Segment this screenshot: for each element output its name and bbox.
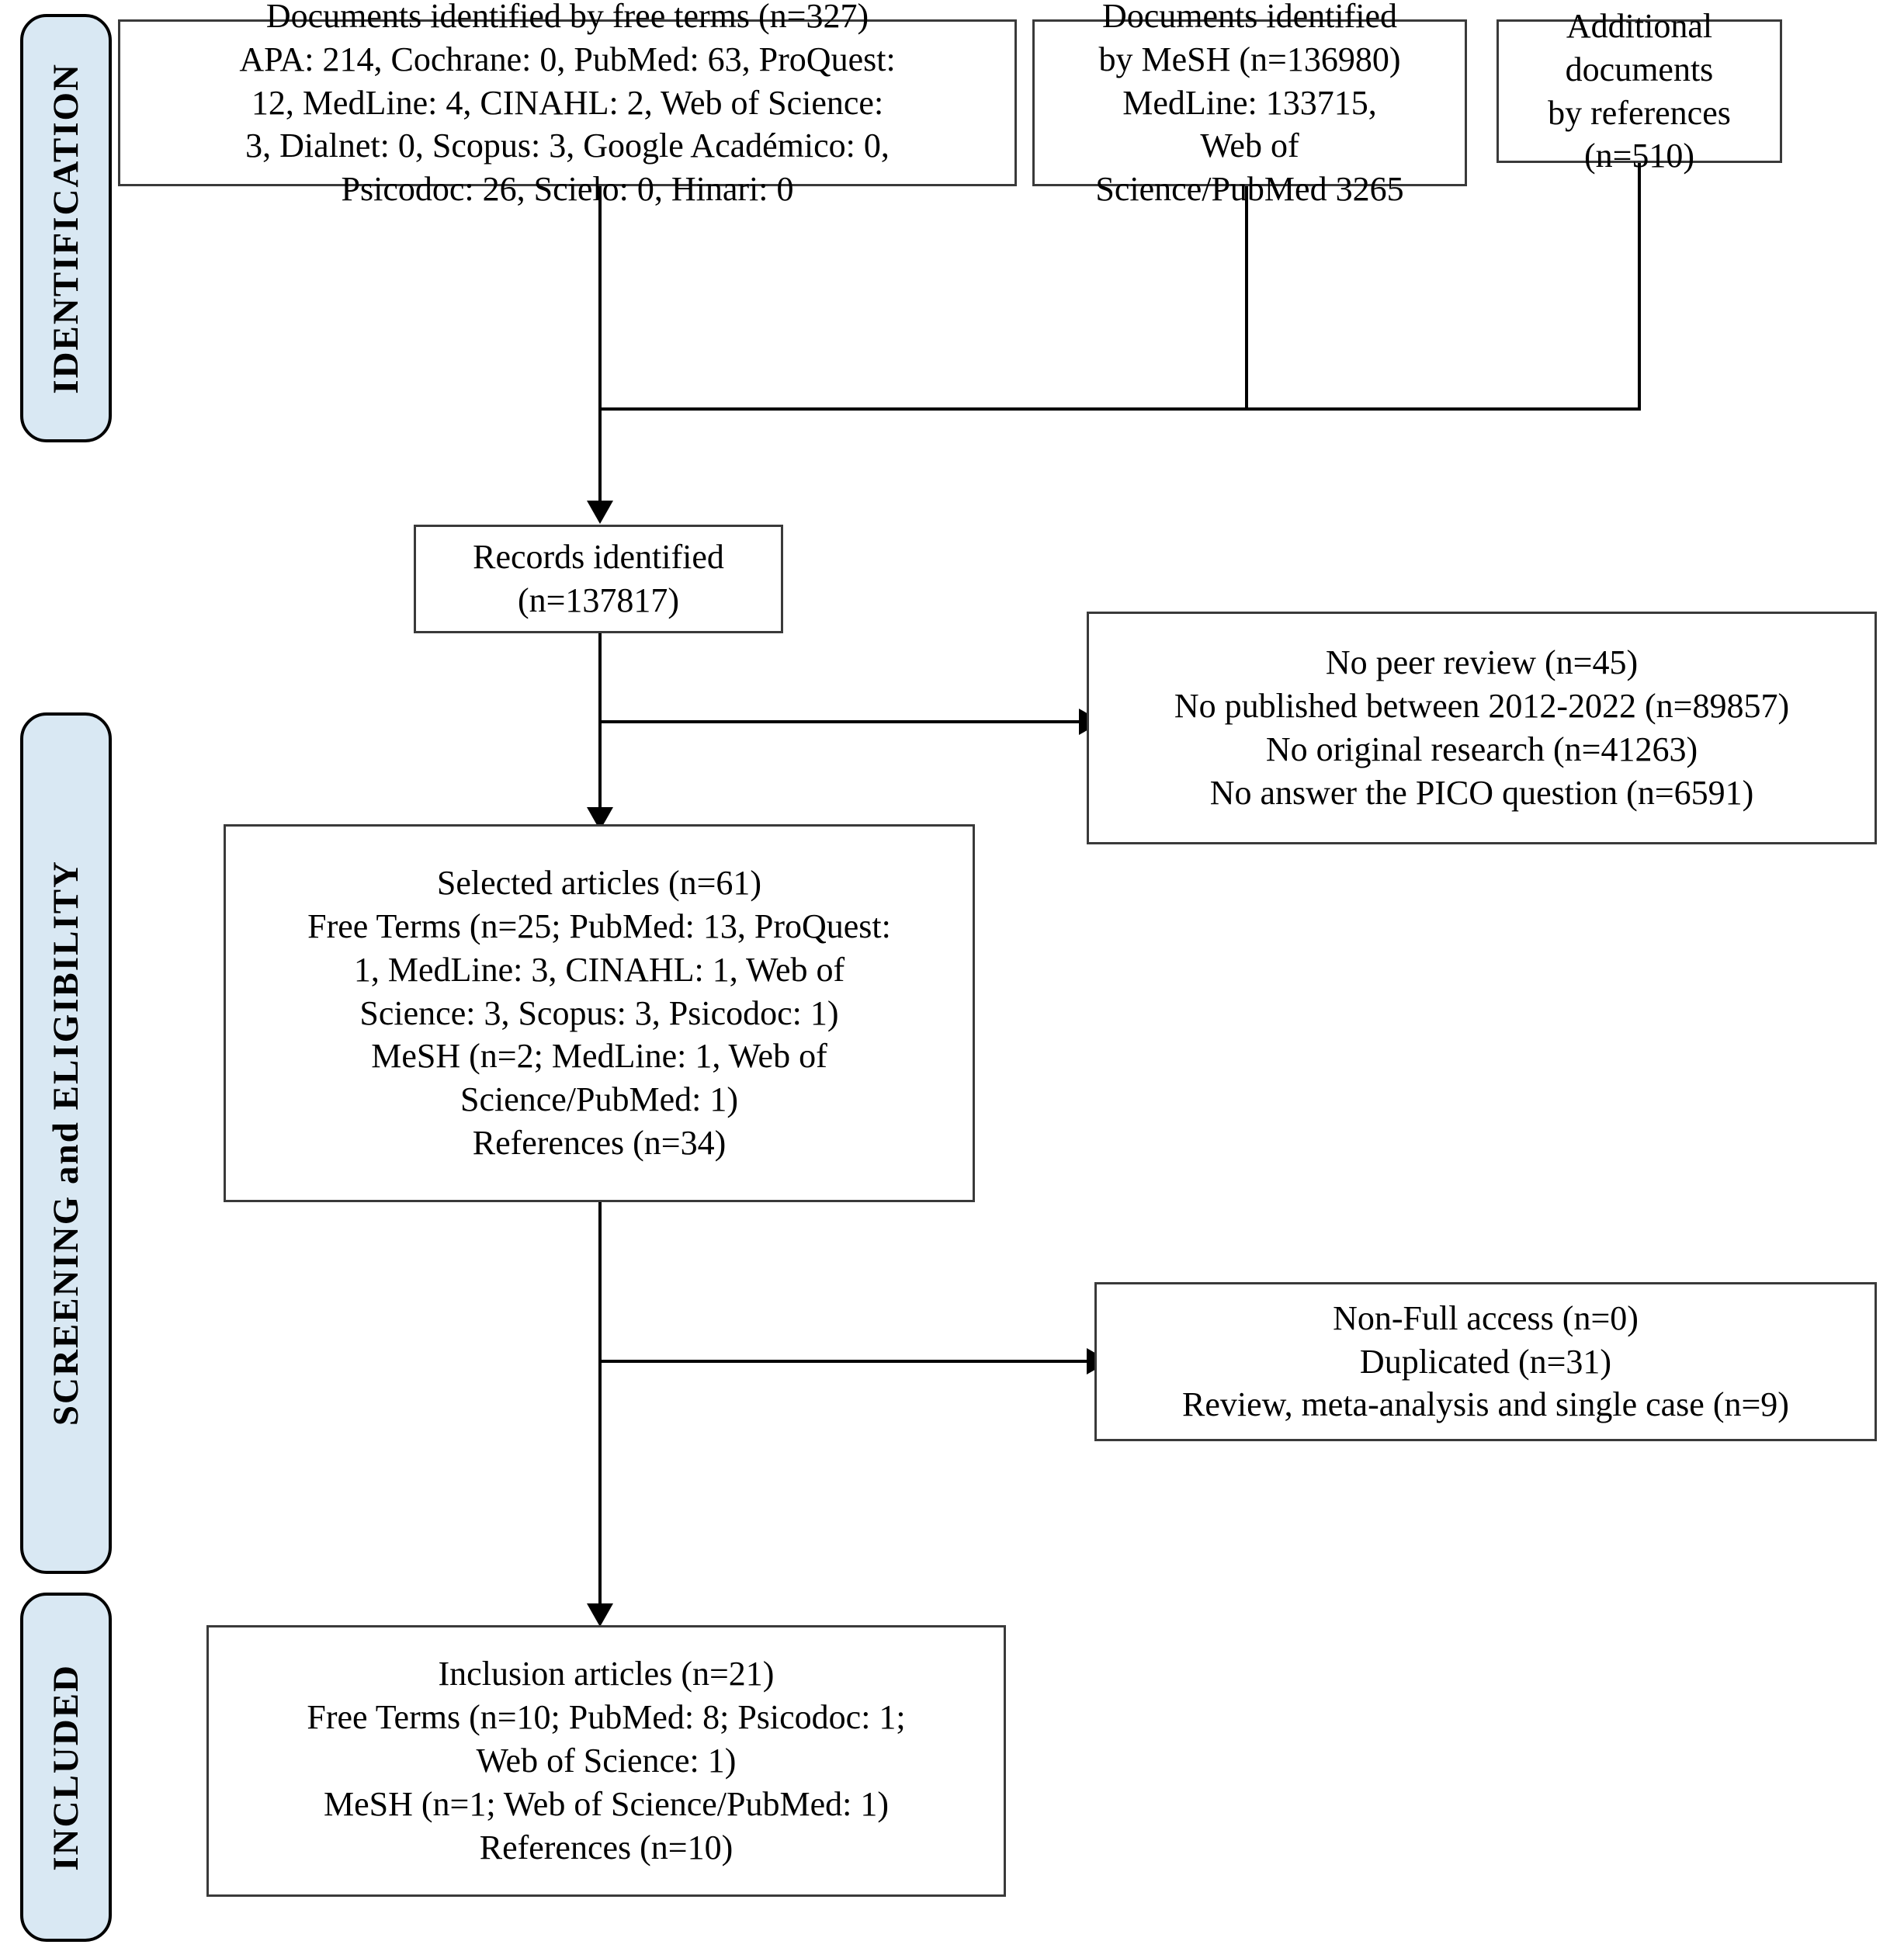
box-additional-documents-references: Additional documents by references (n=51… <box>1496 7 1782 175</box>
arrowhead-to-records <box>587 501 613 524</box>
box-line: by MeSH (n=136980) <box>1098 40 1401 78</box>
box-line: No original research (n=41263) <box>1265 730 1698 768</box>
box-line: Documents identified by free terms (n=32… <box>265 0 869 35</box>
box-line: References (n=10) <box>479 1828 734 1867</box>
stage-label-identification: IDENTIFICATION <box>45 62 86 394</box>
connector-selected-to-excluded-eligibility <box>598 1360 1091 1363</box>
stage-rail-identification: IDENTIFICATION <box>20 14 112 442</box>
stage-label-screening-eligibility: SCREENING and ELIGIBILITY <box>45 860 86 1426</box>
box-line: Science/PubMed: 1) <box>460 1080 739 1119</box>
box-excluded-screening-reasons: No peer review (n=45) No published betwe… <box>1087 612 1877 844</box>
stage-rail-included: INCLUDED <box>20 1593 112 1942</box>
box-inclusion-articles: Inclusion articles (n=21) Free Terms (n=… <box>206 1625 1006 1897</box>
box-line: Non-Full access (n=0) <box>1333 1298 1639 1337</box>
box-line: References (n=34) <box>472 1124 727 1163</box>
box-line: Additional <box>1566 6 1713 45</box>
box-line: Documents identified <box>1101 0 1397 35</box>
connector-bus-to-records <box>598 407 602 504</box>
box-excluded-eligibility-reasons: Non-Full access (n=0) Duplicated (n=31) … <box>1094 1282 1877 1441</box>
box-line: documents <box>1565 50 1714 88</box>
connector-selected-down <box>598 1202 602 1609</box>
box-line: No answer the PICO question (n=6591) <box>1209 773 1754 812</box>
connector-records-to-excluded-screening <box>598 720 1084 723</box>
box-line: APA: 214, Cochrane: 0, PubMed: 63, ProQu… <box>239 40 896 78</box>
box-selected-articles: Selected articles (n=61) Free Terms (n=2… <box>224 824 975 1202</box>
box-line: No published between 2012-2022 (n=89857) <box>1174 687 1790 726</box>
stage-label-included: INCLUDED <box>45 1663 86 1871</box>
box-line: Science/PubMed 3265 <box>1095 170 1404 209</box>
box-line: Web of Science: 1) <box>476 1742 737 1780</box>
box-documents-identified-free-terms: Documents identified by free terms (n=32… <box>118 0 1017 208</box>
box-line: MedLine: 133715, <box>1122 83 1377 122</box>
box-line: 12, MedLine: 4, CINAHL: 2, Web of Scienc… <box>251 83 884 122</box>
arrowhead-to-inclusion-articles <box>587 1603 613 1627</box>
box-line: Inclusion articles (n=21) <box>438 1655 775 1693</box>
box-line: Psicodoc: 26, Scielo: 0, Hinari: 0 <box>341 170 794 209</box>
connector-mesh-down <box>1245 186 1248 409</box>
box-records-identified: Records identified (n=137817) <box>414 525 783 633</box>
connector-merge-bus <box>598 407 1641 411</box>
box-line: Selected articles (n=61) <box>436 863 762 902</box>
box-line: (n=137817) <box>517 581 680 619</box>
box-line: No peer review (n=45) <box>1325 643 1639 682</box>
box-line: Review, meta-analysis and single case (n… <box>1182 1385 1789 1424</box>
stage-rail-screening-eligibility: SCREENING and ELIGIBILITY <box>20 712 112 1574</box>
box-documents-identified-mesh: Documents identified by MeSH (n=136980) … <box>1032 0 1467 208</box>
box-line: Duplicated (n=31) <box>1359 1342 1612 1381</box>
box-line: 3, Dialnet: 0, Scopus: 3, Google Académi… <box>245 127 890 165</box>
box-line: Free Terms (n=10; PubMed: 8; Psicodoc: 1… <box>307 1698 906 1737</box>
connector-free-terms-down <box>598 186 602 409</box>
box-line: Web of <box>1200 127 1299 165</box>
connector-additional-down <box>1638 163 1641 409</box>
box-line: 1, MedLine: 3, CINAHL: 1, Web of <box>353 950 845 989</box>
box-line: Records identified <box>473 538 724 577</box>
box-line: by references <box>1548 93 1731 132</box>
box-line: Free Terms (n=25; PubMed: 13, ProQuest: <box>307 906 891 945</box>
box-line: Science: 3, Scopus: 3, Psicodoc: 1) <box>359 993 839 1032</box>
box-line: MeSH (n=2; MedLine: 1, Web of <box>371 1037 827 1076</box>
box-line: MeSH (n=1; Web of Science/PubMed: 1) <box>323 1784 890 1823</box>
